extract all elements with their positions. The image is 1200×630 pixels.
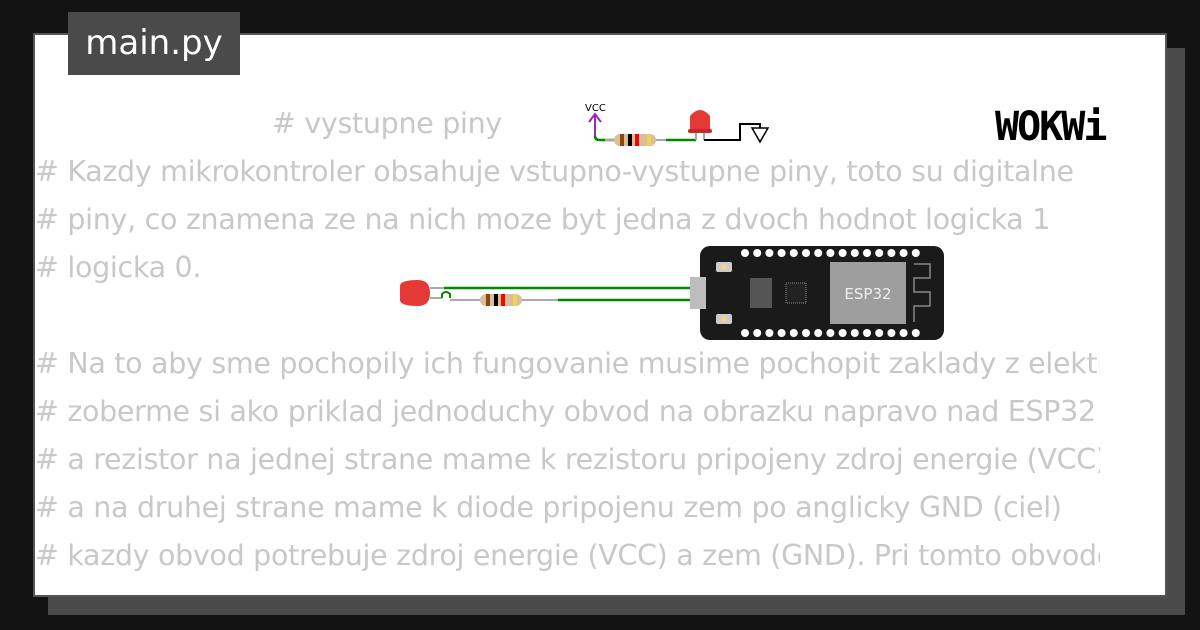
wire <box>704 123 761 141</box>
pin[interactable] <box>863 249 871 257</box>
code-line: # Kazdy mikrokontroler obsahuje vstupno-… <box>35 155 1074 188</box>
board-label: ESP32 <box>844 285 891 303</box>
pin[interactable] <box>850 249 859 257</box>
led-red[interactable] <box>400 280 444 306</box>
pin[interactable] <box>887 249 896 257</box>
pin[interactable] <box>875 329 884 337</box>
pin[interactable] <box>777 329 786 337</box>
pin[interactable] <box>814 249 823 257</box>
pin[interactable] <box>826 249 835 257</box>
pin[interactable] <box>863 329 871 337</box>
esp32-board[interactable]: ESP32 <box>690 246 944 340</box>
pin[interactable] <box>777 249 786 257</box>
pin[interactable] <box>802 329 810 337</box>
vcc-symbol[interactable]: VCC <box>585 103 606 136</box>
pin[interactable] <box>814 329 823 337</box>
pin[interactable] <box>741 249 749 257</box>
pin[interactable] <box>838 329 847 337</box>
pin[interactable] <box>826 329 835 337</box>
code-line: # a rezistor na jednej strane mame k rez… <box>35 443 1100 476</box>
file-tab[interactable]: main.py <box>68 12 240 75</box>
pin[interactable] <box>765 249 774 257</box>
pin[interactable] <box>753 329 762 337</box>
pin[interactable] <box>875 249 884 257</box>
pin[interactable] <box>765 329 774 337</box>
pin[interactable] <box>741 329 749 337</box>
wire <box>593 135 614 142</box>
resistor[interactable] <box>605 134 668 146</box>
pin[interactable] <box>887 329 896 337</box>
pin[interactable] <box>753 249 762 257</box>
pin[interactable] <box>899 249 908 257</box>
pin[interactable] <box>899 329 908 337</box>
wokwi-logo: WOKWi <box>995 104 1108 150</box>
code-line: # Na to aby sme pochopily ich fungovanie… <box>35 347 1100 380</box>
pin[interactable] <box>789 249 798 257</box>
code-line: # piny, co znamena ze na nich moze byt j… <box>35 203 1051 236</box>
pin[interactable] <box>838 249 847 257</box>
logo-text: WOKWi <box>995 104 1106 150</box>
code-line: # kazdy obvod potrebuje zdroj energie (V… <box>35 539 1100 572</box>
resistor[interactable] <box>450 294 560 306</box>
code-line: # logicka 0. <box>35 251 202 284</box>
led-red[interactable] <box>688 110 712 140</box>
code-line: # zoberme si ako priklad jednoduchy obvo… <box>35 395 1096 428</box>
code-line: # a na druhej strane mame k diode pripoj… <box>35 491 1062 524</box>
wire <box>441 291 451 298</box>
usb-port <box>690 277 706 309</box>
pin[interactable] <box>850 329 859 337</box>
board-pins <box>741 249 920 337</box>
pin[interactable] <box>911 249 920 257</box>
pin[interactable] <box>789 329 798 337</box>
code-preview-card <box>33 33 1167 597</box>
code-view: # vystupne piny # Kazdy mikrokontroler o… <box>35 66 1100 626</box>
code-line: # vystupne piny <box>272 107 502 140</box>
pin[interactable] <box>911 329 920 337</box>
vcc-label: VCC <box>585 103 606 114</box>
esp32-chip <box>830 262 906 324</box>
pin[interactable] <box>802 249 810 257</box>
ground-symbol[interactable] <box>750 127 770 144</box>
